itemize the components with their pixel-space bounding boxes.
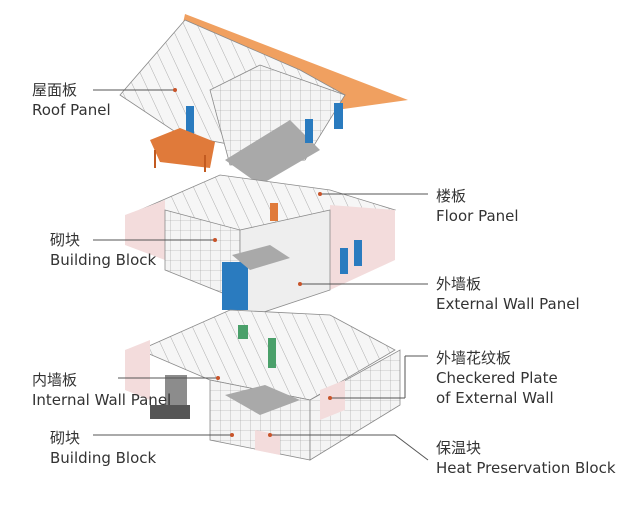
label-floor-panel-cn: 楼板 bbox=[436, 187, 467, 205]
label-building-block-lower-en: Building Block bbox=[50, 449, 157, 467]
label-heat-preservation-block-cn: 保温块 bbox=[436, 439, 482, 457]
label-checkered-plate-cn: 外墙花纹板 bbox=[436, 349, 512, 367]
label-external-wall-panel-cn: 外墙板 bbox=[436, 275, 482, 293]
ground-grey-box bbox=[165, 375, 187, 407]
label-floor-panel-en: Floor Panel bbox=[436, 207, 519, 225]
ground-pink-panel-right bbox=[320, 380, 345, 420]
leader-lines bbox=[93, 88, 429, 461]
middle-window-small-1 bbox=[340, 248, 348, 274]
label-internal-wall-panel-en: Internal Wall Panel bbox=[32, 391, 172, 409]
ground-left-pink-wall bbox=[125, 340, 150, 400]
label-internal-wall-panel: 内墙板 Internal Wall Panel bbox=[32, 370, 171, 410]
ground-right-block-wall bbox=[309, 349, 401, 461]
label-external-wall-panel-en: External Wall Panel bbox=[436, 295, 580, 313]
label-checkered-plate-en2: of External Wall bbox=[436, 389, 554, 407]
label-heat-preservation-block-en: Heat Preservation Block bbox=[436, 459, 616, 477]
roof-balcony bbox=[150, 128, 215, 168]
label-heat-preservation-block: 保温块 Heat Preservation Block bbox=[436, 438, 616, 478]
ground-inner-floor bbox=[225, 385, 300, 415]
middle-left-wall bbox=[125, 200, 165, 260]
label-floor-panel: 楼板 Floor Panel bbox=[436, 186, 519, 226]
label-building-block-upper-cn: 砌块 bbox=[50, 231, 81, 249]
label-roof-panel: 屋面板 Roof Panel bbox=[32, 80, 111, 120]
middle-window-large bbox=[222, 262, 248, 310]
roof-level bbox=[119, 14, 408, 185]
ground-level bbox=[125, 309, 401, 461]
label-building-block-lower-cn: 砌块 bbox=[50, 429, 81, 447]
label-checkered-plate-en: Checkered Plate bbox=[436, 369, 558, 387]
roof-inner-floor bbox=[225, 120, 320, 185]
label-roof-panel-cn: 屋面板 bbox=[32, 81, 78, 99]
middle-door bbox=[270, 203, 278, 221]
label-checkered-plate: 外墙花纹板 Checkered Plate of External Wall bbox=[436, 348, 558, 408]
middle-pink-wall bbox=[330, 205, 395, 290]
roof-underside bbox=[175, 14, 408, 115]
middle-level bbox=[125, 174, 397, 321]
roof-window-left bbox=[186, 106, 194, 134]
ground-green-block-1 bbox=[238, 325, 248, 339]
label-roof-panel-en: Roof Panel bbox=[32, 101, 111, 119]
roof-window-center bbox=[305, 119, 313, 143]
middle-window-small-2 bbox=[354, 240, 362, 266]
label-external-wall-panel: 外墙板 External Wall Panel bbox=[436, 274, 580, 314]
roof-window-right bbox=[334, 103, 343, 129]
ground-dark-step bbox=[150, 405, 190, 419]
middle-grey-box bbox=[232, 245, 290, 270]
ground-pink-panel bbox=[255, 430, 280, 455]
label-building-block-lower: 砌块 Building Block bbox=[50, 428, 156, 468]
label-building-block-upper: 砌块 Building Block bbox=[50, 230, 156, 270]
ground-green-block-2 bbox=[268, 338, 276, 368]
label-internal-wall-panel-cn: 内墙板 bbox=[32, 371, 78, 389]
label-building-block-upper-en: Building Block bbox=[50, 251, 157, 269]
